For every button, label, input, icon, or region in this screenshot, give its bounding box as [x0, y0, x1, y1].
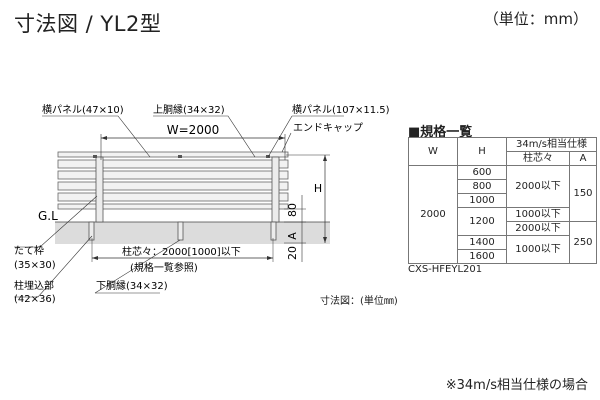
fence-posts — [88, 156, 280, 241]
footnote: ※34m/s相当仕様の場合 — [445, 378, 588, 393]
h-label: H — [314, 182, 322, 195]
cell-h: 1600 — [457, 249, 507, 264]
header-group: 34m/s相当仕様 — [506, 137, 597, 152]
yoko-panel-small-label: 横パネル(47×10) — [42, 103, 124, 116]
post-pitch-note: (規格一覧参照) — [130, 261, 198, 274]
post-embed-size-label: (42×36) — [14, 294, 56, 305]
post-embed-label: 柱埋込部 — [14, 279, 54, 292]
dim-a-label: A — [286, 232, 299, 240]
cell-pitch: 2000以下 — [506, 165, 570, 208]
cell-pitch: 2000以下 — [506, 221, 570, 236]
spec-title: ■規格一覧 — [408, 125, 473, 140]
header-w: W — [408, 137, 458, 166]
width-label: W=2000 — [167, 123, 219, 137]
cell-a: 250 — [569, 221, 597, 264]
dim-80-label: 80 — [286, 203, 299, 217]
cell-h: 1000 — [457, 193, 507, 208]
post-pitch-label: 柱芯々：2000[1000]以下 — [122, 245, 241, 258]
end-cap-label: エンドキャップ — [293, 122, 363, 134]
cell-pitch: 1000以下 — [506, 207, 570, 222]
tatewaku-size-label: (35×30) — [14, 260, 56, 271]
spec-table: W H 34m/s相当仕様 柱芯々 A 2000 600 2000以下 150 … — [408, 137, 597, 264]
header-h: H — [457, 137, 507, 166]
cell-h: 1200 — [457, 207, 507, 236]
ground — [55, 222, 330, 244]
leaders — [14, 115, 344, 298]
cell-w: 2000 — [408, 165, 458, 264]
fence-panels — [57, 151, 289, 210]
cell-h: 600 — [457, 165, 507, 180]
lower-rail-label: 下胴縁(34×32) — [96, 279, 168, 292]
upper-rail-label: 上胴縁(34×32) — [153, 103, 225, 116]
yoko-panel-large-label: 横パネル(107×11.5) — [292, 103, 390, 116]
cell-h: 800 — [457, 179, 507, 194]
product-code: CXS-HFEYL201 — [408, 264, 483, 275]
dim-20-label: 20 — [286, 246, 299, 260]
cell-pitch: 1000以下 — [506, 235, 570, 264]
page-title: 寸法図 / YL2型 — [14, 12, 162, 36]
gl-label: G.L — [38, 209, 58, 223]
cell-a: 150 — [569, 165, 597, 222]
header-pitch: 柱芯々 — [506, 151, 570, 166]
tatewaku-label: たて枠 — [14, 244, 44, 257]
header-a: A — [569, 151, 597, 166]
diagram-caption: 寸法図：(単位㎜) — [320, 296, 398, 307]
cell-h: 1400 — [457, 235, 507, 250]
unit-label: （単位：mm） — [483, 10, 588, 28]
